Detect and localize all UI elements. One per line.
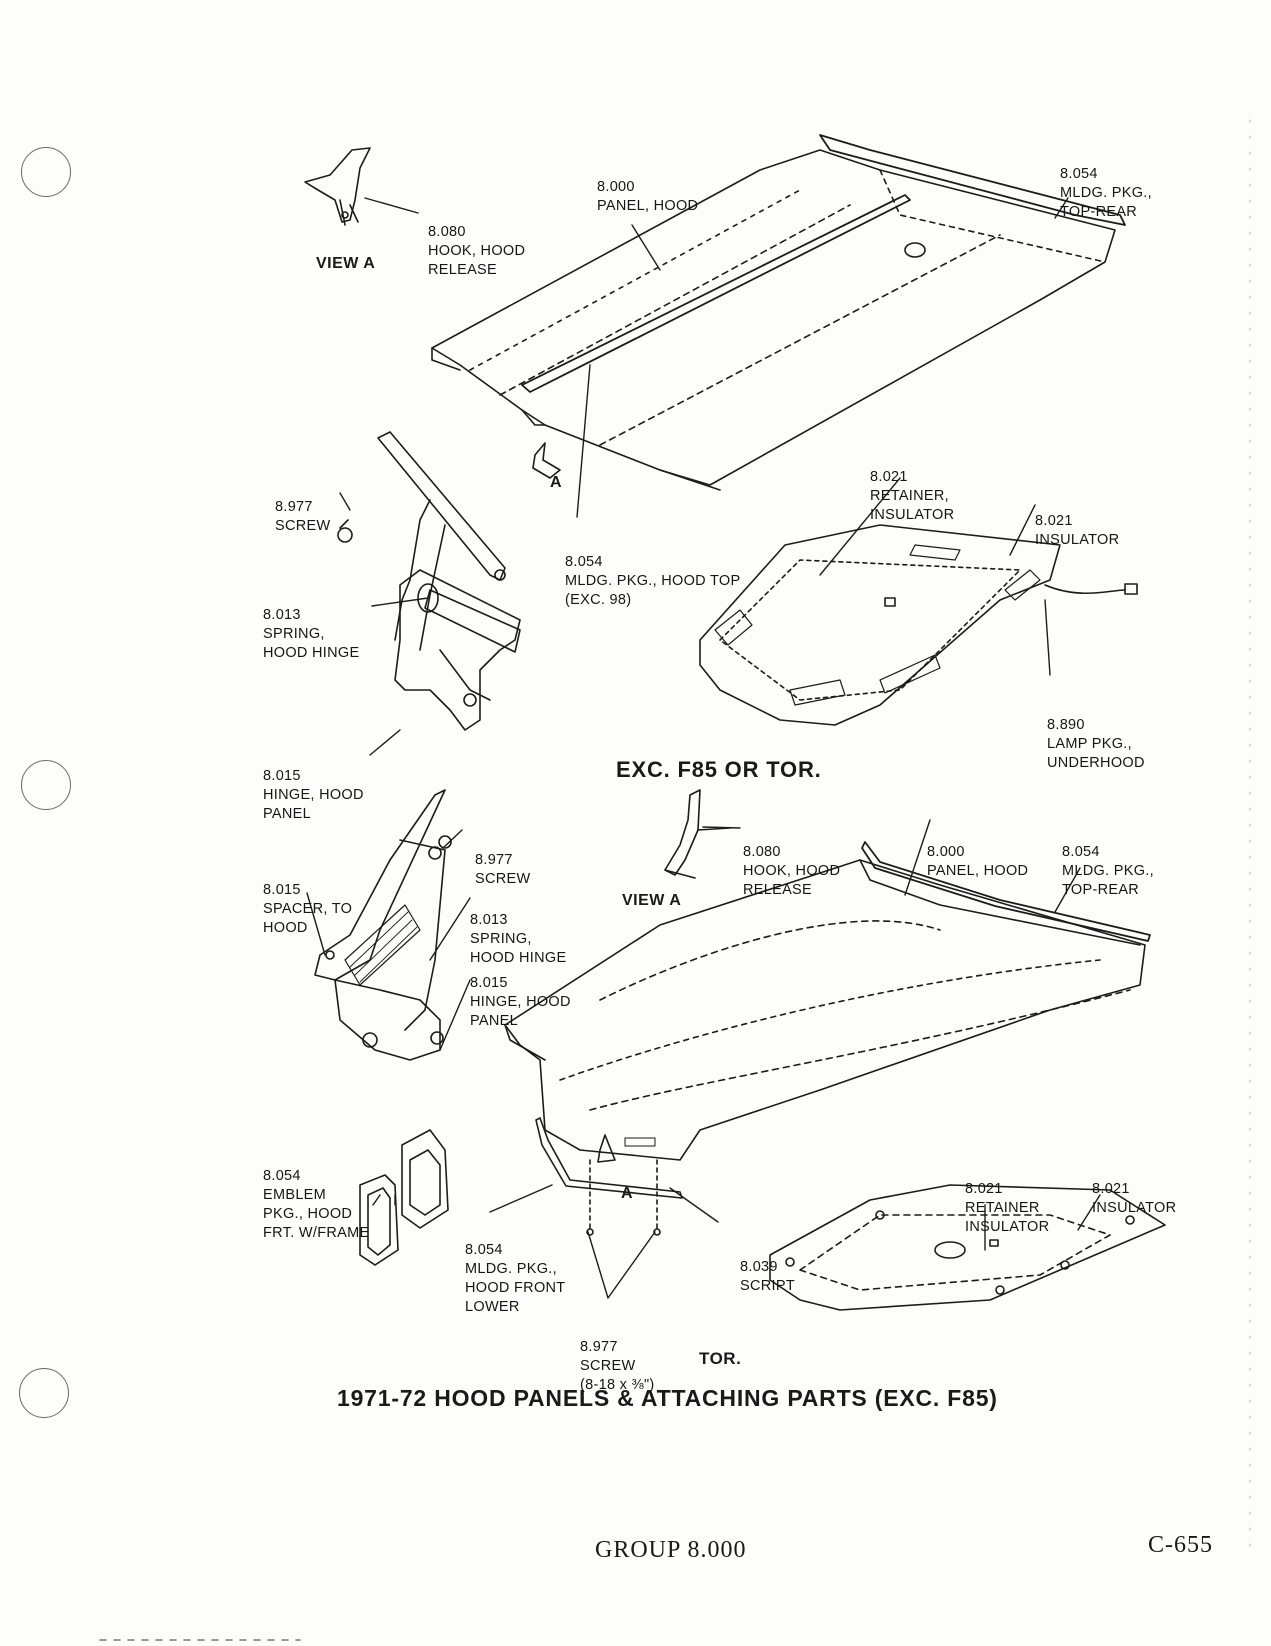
footer-page-number: C-655 bbox=[1148, 1532, 1213, 1558]
emblem-drawing bbox=[359, 1129, 449, 1266]
insulator-drawing-upper bbox=[699, 524, 1138, 726]
insulator-drawing-lower bbox=[769, 1184, 1166, 1311]
view-a-label-lower: VIEW A bbox=[622, 892, 682, 909]
leader-lines-upper bbox=[339, 197, 1069, 756]
hood-hinge-drawing-lower bbox=[314, 789, 452, 1061]
view-a-arrow-upper bbox=[532, 442, 561, 479]
hook-release-drawing-upper bbox=[304, 147, 371, 226]
view-arrow-letter-upper: A bbox=[550, 474, 563, 491]
hood-panel-drawing-upper bbox=[431, 134, 1126, 491]
leader-lines-lower bbox=[306, 819, 1101, 1299]
caption-tor: TOR. bbox=[699, 1349, 742, 1368]
view-a-arrow-lower bbox=[597, 1134, 616, 1163]
hood-panel-drawing-lower bbox=[504, 841, 1151, 1199]
binder-hole-bottom bbox=[19, 1368, 69, 1418]
hood-hinge-drawing-upper bbox=[377, 431, 521, 731]
screw-drawing-front bbox=[586, 1159, 661, 1236]
hook-release-drawing-lower bbox=[664, 789, 731, 879]
page-title: 1971-72 HOOD PANELS & ATTACHING PARTS (E… bbox=[337, 1385, 998, 1411]
screw-drawing-upper bbox=[337, 519, 353, 543]
binder-hole-top bbox=[21, 147, 71, 197]
view-a-label-upper: VIEW A bbox=[316, 255, 376, 272]
screw-drawing-lower bbox=[428, 846, 442, 860]
binder-hole-middle bbox=[21, 760, 71, 810]
caption-exc-f85-tor: EXC. F85 OR TOR. bbox=[616, 757, 822, 782]
view-arrow-letter-lower: A bbox=[621, 1185, 634, 1202]
footer-group: GROUP 8.000 bbox=[595, 1537, 747, 1563]
